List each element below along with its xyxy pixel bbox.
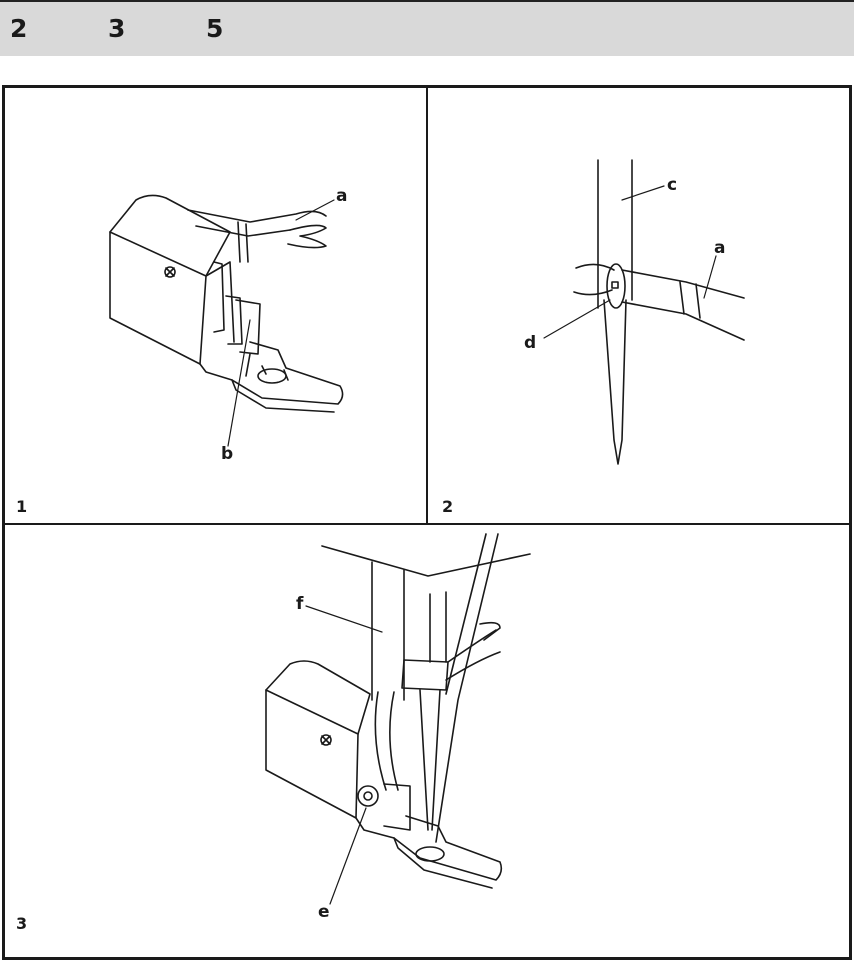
panel-divider-horizontal [2,523,852,525]
label-needle-c: c [667,175,678,195]
step-number-3: 3 [108,14,126,43]
panel-3-assembled-foot-illustration [265,533,531,905]
panel-1-presser-foot-illustration [109,194,344,447]
label-guide-d: d [524,333,537,353]
label-part-f: f [296,594,304,614]
step-number-2: 2 [10,14,28,43]
panel-number-3: 3 [16,914,28,933]
panel-divider-vertical [426,85,428,525]
label-arm-a: a [714,238,726,258]
label-spring-guide-a: a [336,186,348,206]
step-header-bar: 2 3 5 [0,0,854,56]
panel-number-2: 2 [442,497,454,516]
panel-number-1: 1 [16,497,28,516]
label-clamp-b: b [221,444,234,464]
step-number-5: 5 [206,14,224,43]
panel-2-needle-illustration [543,159,745,465]
label-screw-e: e [318,902,330,922]
